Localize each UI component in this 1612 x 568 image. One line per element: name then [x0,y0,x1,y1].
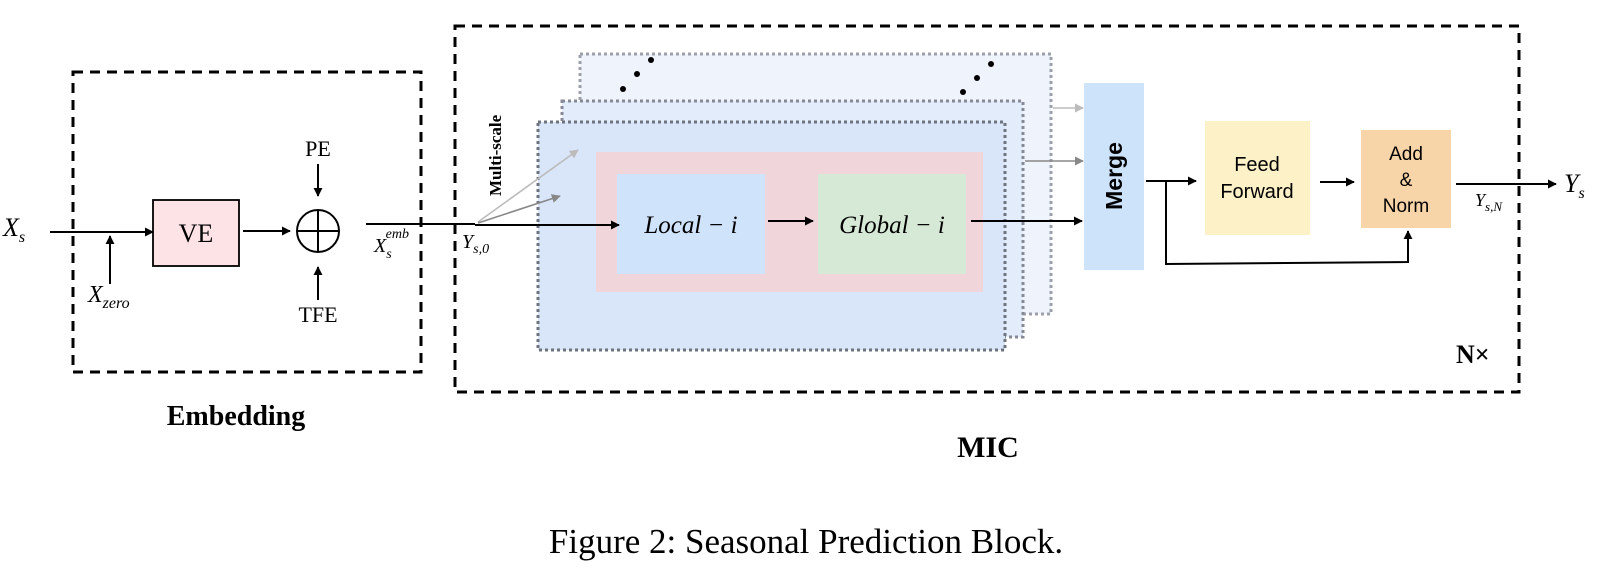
figure-caption: Figure 2: Seasonal Prediction Block. [549,522,1063,561]
ellipsis-dots-right-icon [960,61,994,95]
x-emb-label: Xsemb [373,227,409,262]
repeat-n-label: N× [1456,340,1490,369]
ve-box [152,199,240,267]
local-label: Local − i [643,212,737,239]
sum-operator-icon [296,209,340,253]
multiscale-label: Multi-scale [486,114,505,196]
add-norm-label: Add&Norm [1383,144,1429,217]
mic-dashed-frame [453,24,1521,394]
embedding-title: Embedding [167,401,306,432]
embedding-dashed-frame [71,70,423,374]
ve-label: VE [179,219,214,248]
mic-title: MIC [957,431,1019,464]
input-xs-label: Xs [2,213,25,246]
y-sn-label: Ys,N [1475,190,1503,214]
tfe-label: TFE [298,302,337,327]
add-norm-block [1361,130,1451,228]
pe-label: PE [305,136,331,161]
global-label: Global − i [839,212,945,239]
output-ys-label: Ys [1564,169,1585,202]
residual-connection-arrow [1165,181,1413,266]
global-block [818,174,966,274]
xzero-label: Xzero [87,282,130,312]
y-s0-label: Ys,0 [462,231,489,257]
feed-forward-block [1205,121,1310,235]
merge-block [1084,83,1144,270]
fanout-arrow-back [477,149,579,223]
ellipsis-dots-left-icon [620,57,654,92]
merge-label: Merge [1101,142,1127,210]
fanout-arrow-middle [477,194,561,224]
local-block [617,174,765,274]
